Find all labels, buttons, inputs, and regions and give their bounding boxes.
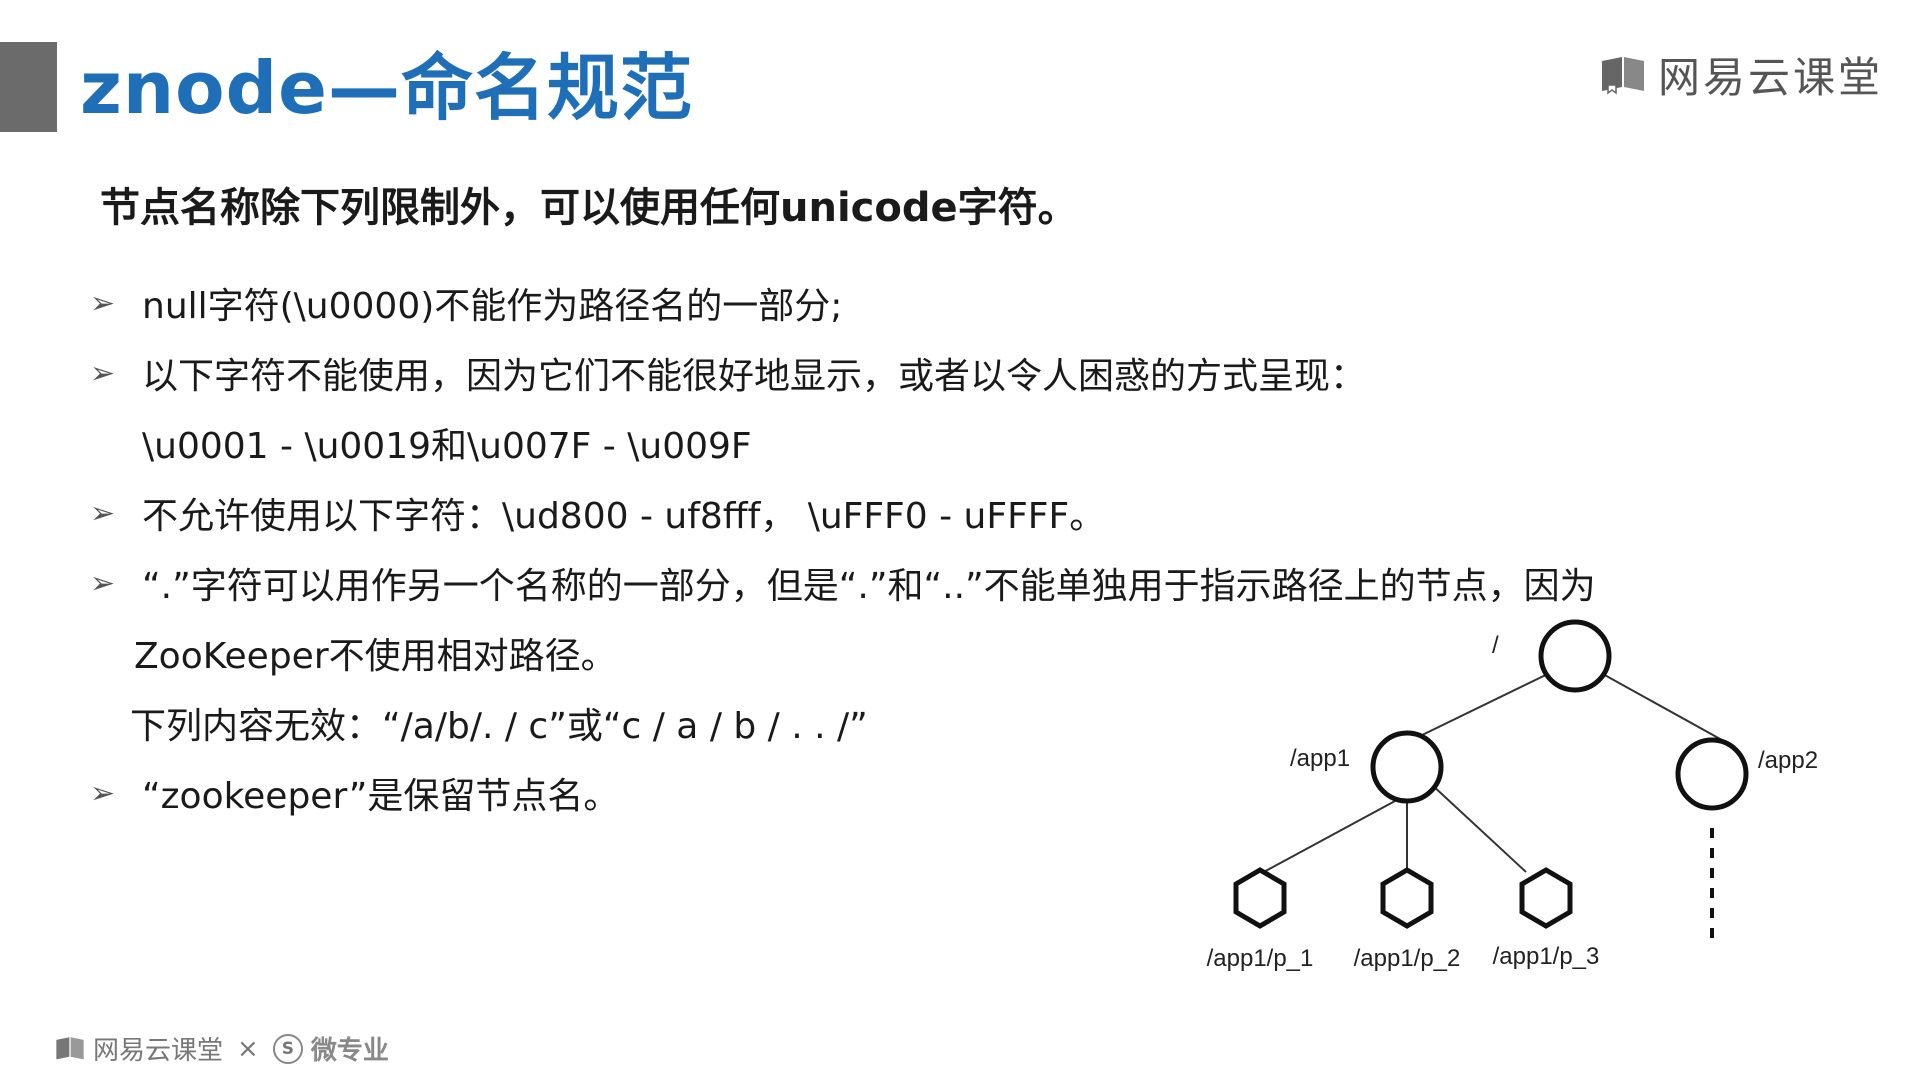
list-item: ➢ “zookeeper”是保留节点名。: [90, 758, 1840, 828]
tree-label-root: /: [1492, 632, 1499, 659]
tree-label-p1: /app1/p_1: [1207, 945, 1314, 972]
list-item-text: 下列内容无效：“/a/b/. / c”或“c / a / b / . . /”: [130, 706, 868, 747]
tree-label-p3: /app1/p_3: [1493, 943, 1600, 970]
footer-branding: 网易云课堂 × S 微专业: [55, 1030, 389, 1067]
list-item-text: 不允许使用以下字符：\ud800 - uf8fff， \uFFF0 - uFFF…: [142, 496, 1106, 537]
tree-label-p2: /app1/p_2: [1354, 945, 1461, 972]
edge-app1-p1: [1259, 793, 1409, 875]
tree-label-app2: /app2: [1758, 747, 1818, 774]
list-item-text: null字符(\u0000)不能作为路径名的一部分;: [142, 286, 843, 327]
list-item-continuation: ZooKeeper不使用相对路径。: [90, 618, 1840, 688]
arrow-bullet-icon: ➢: [90, 775, 116, 811]
title-accent-bar: [0, 42, 57, 132]
list-item-text: \u0001 - \u0019和\u007F - \u009F: [142, 426, 752, 467]
arrow-bullet-icon: ➢: [90, 285, 116, 321]
list-item-text: 以下字符不能使用，因为它们不能很好地显示，或者以令人困惑的方式呈现：: [142, 356, 1367, 397]
arrow-bullet-icon: ➢: [90, 565, 116, 601]
list-item: ➢ null字符(\u0000)不能作为路径名的一部分;: [90, 268, 1840, 338]
arrow-bullet-icon: ➢: [90, 355, 116, 391]
list-item-continuation: 下列内容无效：“/a/b/. / c”或“c / a / b / . . /”: [90, 688, 1840, 758]
list-item-text: “.”字符可以用作另一个名称的一部分，但是“.”和“..”不能单独用于指示路径上…: [142, 566, 1596, 607]
list-item-text: “zookeeper”是保留节点名。: [142, 776, 620, 817]
tree-node-p3: [1519, 867, 1573, 929]
edge-root-app1: [1415, 667, 1561, 739]
footer-separator: ×: [237, 1033, 259, 1064]
brand-name: 网易云课堂: [1657, 53, 1883, 102]
partner-logo-icon: S: [272, 1033, 303, 1064]
rules-list: ➢ null字符(\u0000)不能作为路径名的一部分; ➢ 以下字符不能使用，…: [90, 268, 1840, 828]
section-heading: 节点名称除下列限制外，可以使用任何unicode字符。: [100, 185, 1078, 231]
tree-node-root: [1538, 619, 1612, 693]
page-title: znode—命名规范: [80, 46, 694, 130]
book-icon: [56, 1036, 84, 1059]
list-item-text: ZooKeeper不使用相对路径。: [134, 636, 617, 677]
list-item-continuation: \u0001 - \u0019和\u007F - \u009F: [90, 408, 1840, 478]
edge-root-app2: [1591, 667, 1723, 741]
edge-app1-p3: [1430, 783, 1527, 873]
footer-partner-name: 微专业: [310, 1036, 389, 1066]
tree-label-app1: /app1: [1290, 745, 1350, 772]
brand-logo: 网易云课堂: [1600, 44, 1883, 105]
list-item: ➢ “.”字符可以用作另一个名称的一部分，但是“.”和“..”不能单独用于指示路…: [90, 548, 1840, 618]
tree-node-app2: [1675, 737, 1749, 811]
list-item: ➢ 不允许使用以下字符：\ud800 - uf8fff， \uFFF0 - uF…: [90, 478, 1840, 548]
list-item: ➢ 以下字符不能使用，因为它们不能很好地显示，或者以令人困惑的方式呈现：: [90, 338, 1840, 408]
arrow-bullet-icon: ➢: [90, 495, 116, 531]
tree-node-p2: [1380, 867, 1434, 929]
tree-node-app1: [1370, 730, 1444, 804]
tree-node-p1: [1233, 867, 1287, 929]
znode-tree-diagram: / /app1 /app2 /app1/p_1 /app1/p_2 /app1/…: [1207, 619, 1818, 972]
footer-brand-name: 网易云课堂: [93, 1036, 224, 1066]
book-icon: [1601, 56, 1644, 94]
